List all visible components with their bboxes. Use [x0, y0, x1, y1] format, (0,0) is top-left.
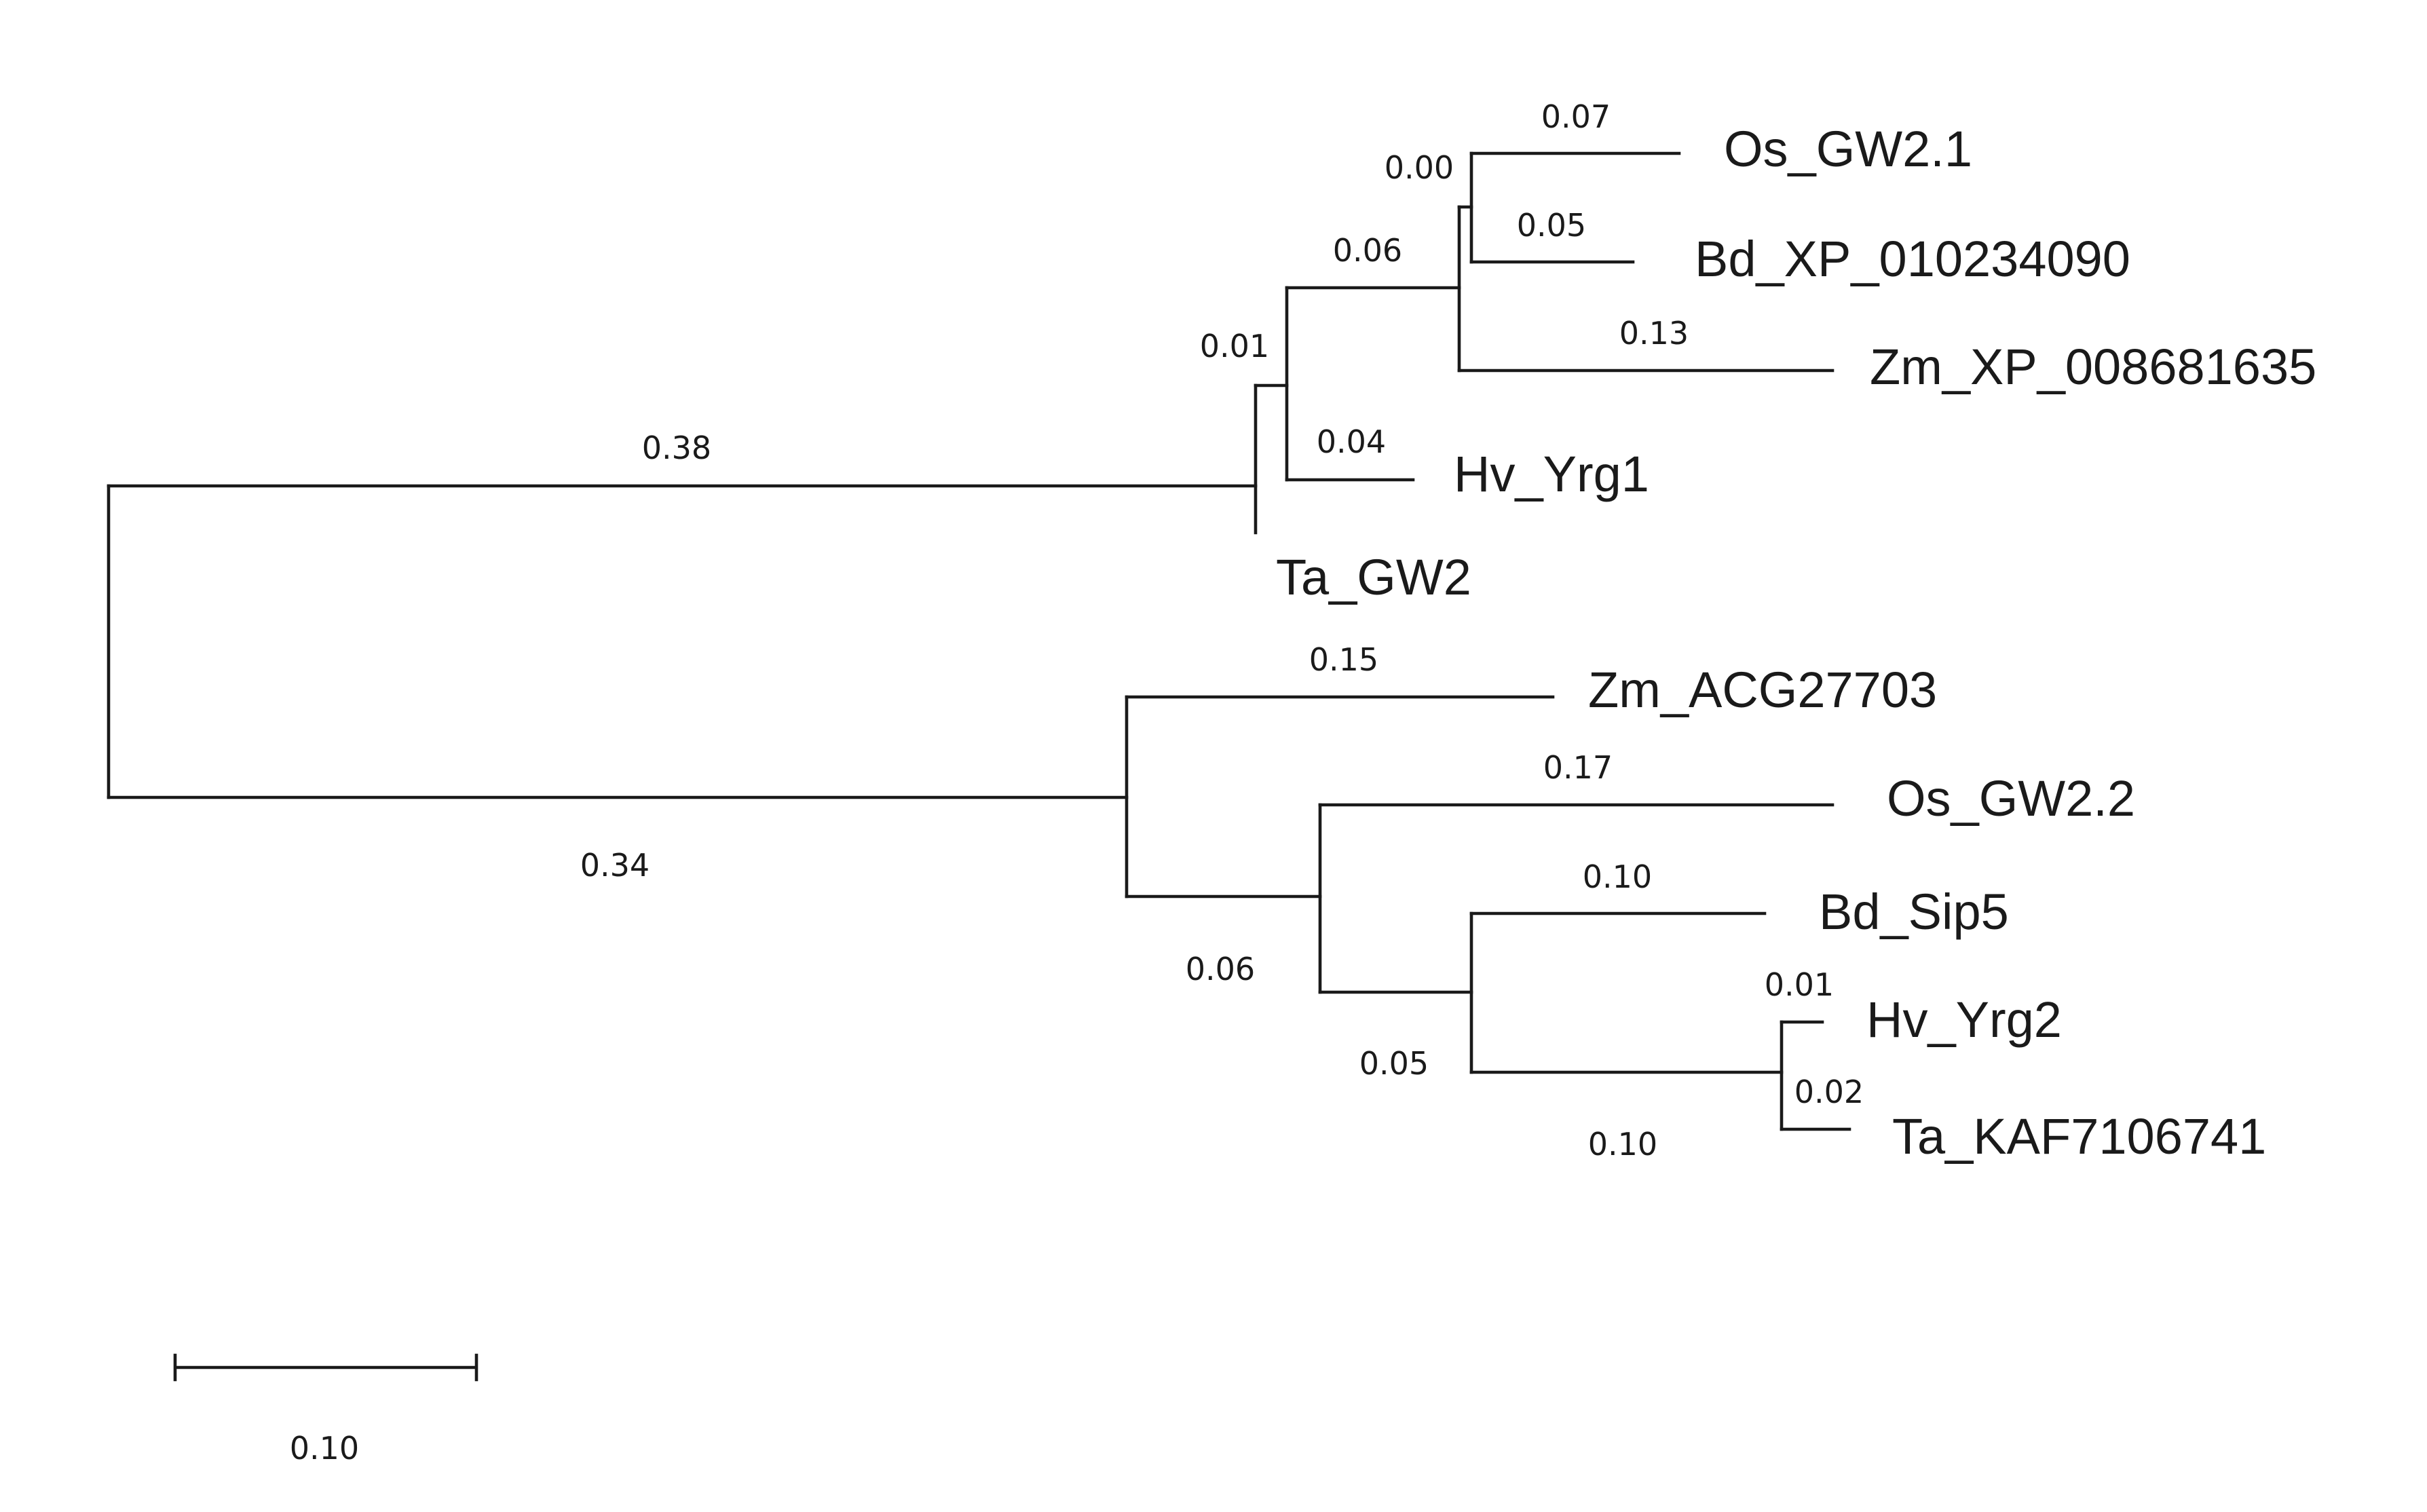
tree-branches — [107, 151, 1851, 1382]
taxon-label-os-gw2-2: Os_GW2.2 — [1887, 770, 2135, 827]
taxon-label-zm-xp: Zm_XP_008681635 — [1870, 339, 2316, 395]
taxon-label-zm-acg: Zm_ACG27703 — [1588, 662, 1937, 718]
branch-length-label: 0.06 — [1186, 951, 1255, 987]
branch-length-label: 0.13 — [1619, 315, 1689, 352]
branch-length-label: 0.10 — [1583, 858, 1652, 895]
taxon-label-bd-xp: Bd_XP_010234090 — [1695, 231, 2130, 287]
branch-length-label: 0.04 — [1317, 423, 1386, 460]
branch-length-label: 0.00 — [1385, 149, 1454, 186]
branch-length-label: 0.01 — [1200, 328, 1269, 364]
branch-length-label: 0.38 — [642, 430, 711, 466]
taxon-label-os-gw2-1: Os_GW2.1 — [1724, 121, 1972, 177]
taxon-label-ta-kaf: Ta_KAF7106741 — [1892, 1108, 2266, 1165]
taxon-label-hv-yrg2: Hv_Yrg2 — [1866, 991, 2062, 1048]
branch-length-label: 0.10 — [1588, 1126, 1657, 1163]
branch-length-label: 0.17 — [1543, 749, 1613, 786]
scale-bar — [173, 1353, 478, 1382]
branch-length-label: 0.07 — [1541, 98, 1611, 135]
branch-length-label: 0.01 — [1765, 966, 1834, 1003]
taxon-label-ta-gw2: Ta_GW2 — [1276, 549, 1471, 605]
taxon-labels: Os_GW2.1 Bd_XP_010234090 Zm_XP_008681635… — [1276, 121, 2316, 1165]
branch-length-label: 0.34 — [580, 847, 650, 884]
branch-length-label: 0.15 — [1309, 641, 1378, 678]
taxon-label-hv-yrg1: Hv_Yrg1 — [1454, 446, 1649, 502]
branch-length-label: 0.02 — [1794, 1074, 1864, 1110]
branch-length-label: 0.06 — [1333, 232, 1402, 269]
branch-length-labels: 0.07 0.00 0.05 0.06 0.01 0.13 0.04 0.38 … — [290, 98, 1864, 1467]
branch-length-label: 0.05 — [1359, 1045, 1429, 1082]
scale-bar-label: 0.10 — [290, 1430, 359, 1467]
branch-length-label: 0.05 — [1517, 207, 1586, 244]
taxon-label-bd-sip5: Bd_Sip5 — [1819, 884, 2009, 940]
